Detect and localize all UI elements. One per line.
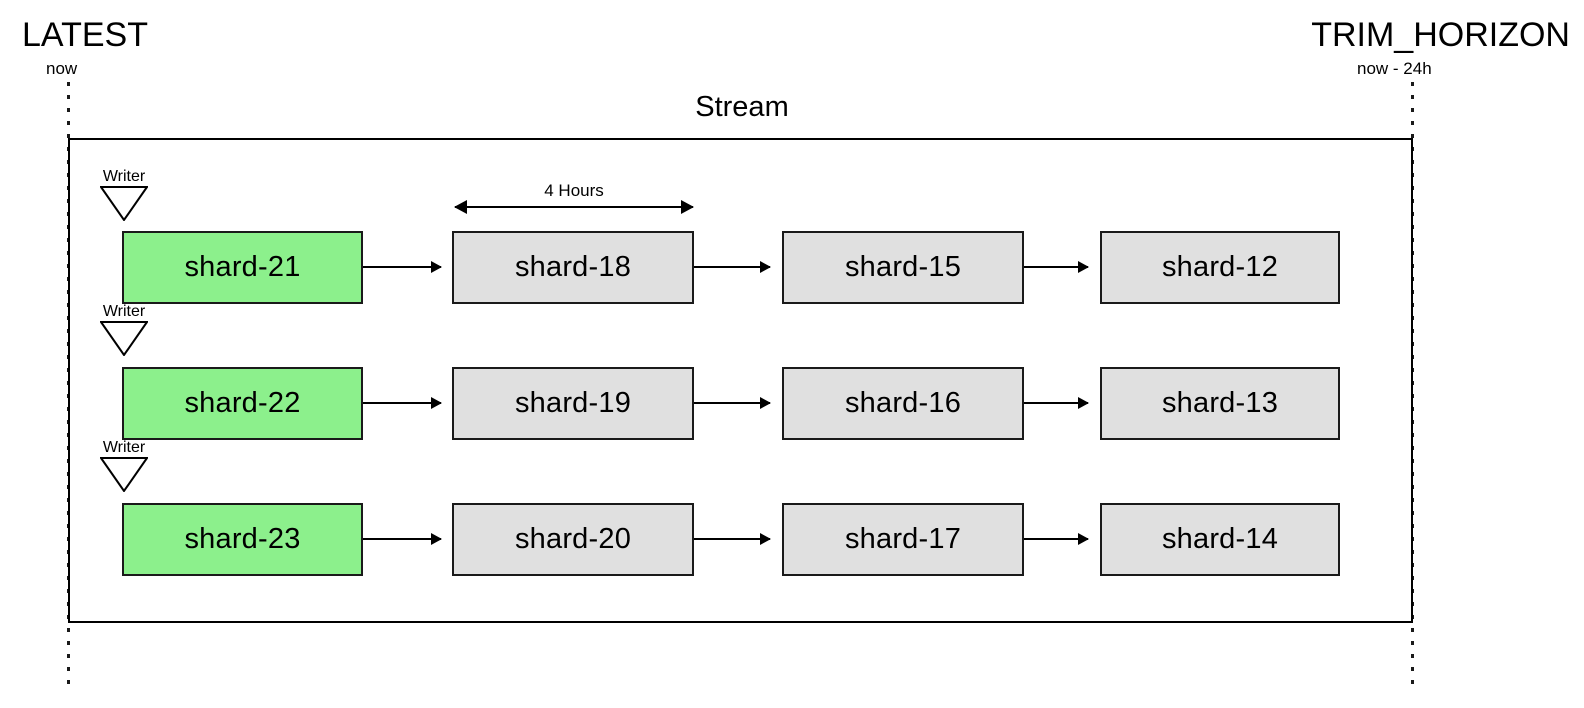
shard-node[interactable]: shard-18 <box>452 231 694 304</box>
writer-marker-row-2: Writer <box>100 304 148 356</box>
writer-label: Writer <box>102 168 146 185</box>
shard-connector-arrow <box>363 266 441 268</box>
shard-node[interactable]: shard-13 <box>1100 367 1340 440</box>
shard-node[interactable]: shard-21 <box>122 231 363 304</box>
measurement-double-arrow-icon <box>455 206 693 208</box>
stream-container <box>68 138 1413 623</box>
shard-node[interactable]: shard-16 <box>782 367 1024 440</box>
measurement-label: 4 Hours <box>544 181 604 200</box>
writer-label: Writer <box>102 303 146 320</box>
writer-label: Writer <box>102 439 146 456</box>
shard-node[interactable]: shard-23 <box>122 503 363 576</box>
shard-node[interactable]: shard-19 <box>452 367 694 440</box>
shard-node[interactable]: shard-22 <box>122 367 363 440</box>
shard-connector-arrow <box>1024 266 1088 268</box>
measurement-4-hours: 4 Hours <box>455 182 693 214</box>
endpoint-subtitle-latest: now <box>46 59 78 78</box>
shard-node[interactable]: shard-12 <box>1100 231 1340 304</box>
endpoint-title-latest: LATEST <box>22 16 148 54</box>
shard-connector-arrow <box>694 538 770 540</box>
shard-connector-arrow <box>694 266 770 268</box>
shard-connector-arrow <box>1024 538 1088 540</box>
writer-marker-row-3: Writer <box>100 440 148 492</box>
stream-title: Stream <box>695 91 789 123</box>
writer-triangle-icon <box>100 321 148 356</box>
shard-node[interactable]: shard-14 <box>1100 503 1340 576</box>
writer-triangle-icon <box>100 186 148 221</box>
shard-connector-arrow <box>363 402 441 404</box>
endpoint-title-trim-horizon: TRIM_HORIZON <box>1311 16 1570 54</box>
shard-node[interactable]: shard-15 <box>782 231 1024 304</box>
writer-triangle-icon <box>100 457 148 492</box>
endpoint-subtitle-trim-horizon: now - 24h <box>1357 59 1432 78</box>
shard-connector-arrow <box>363 538 441 540</box>
shard-node[interactable]: shard-20 <box>452 503 694 576</box>
shard-connector-arrow <box>694 402 770 404</box>
writer-marker-row-1: Writer <box>100 169 148 221</box>
shard-connector-arrow <box>1024 402 1088 404</box>
shard-node[interactable]: shard-17 <box>782 503 1024 576</box>
